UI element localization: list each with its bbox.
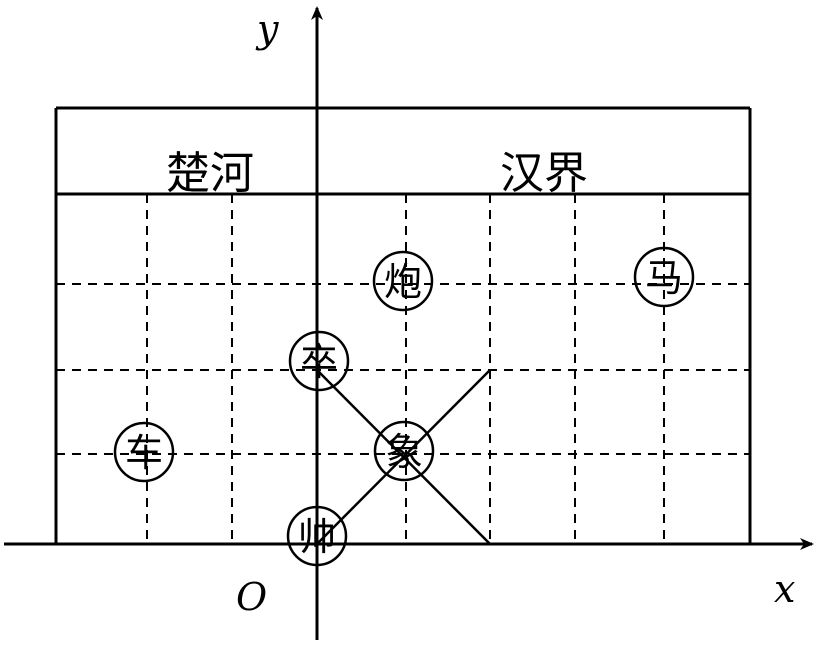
piece-xiang: 象 [373,420,435,482]
piece-xiang-label: 象 [385,430,423,474]
origin-label: O [236,575,267,619]
piece-ma: 马 [633,246,695,308]
piece-zu: 卒 [288,330,350,392]
piece-shuai: 帅 [286,505,348,567]
piece-ma-label: 马 [645,256,683,300]
river-label-right: 汉界 [500,148,588,199]
chess-pieces: 帅 卒 象 炮 马 车 [113,246,695,567]
piece-pao-label: 炮 [384,260,422,304]
piece-che: 车 [113,421,175,483]
piece-zu-label: 卒 [300,340,338,384]
dashed-grid [56,194,750,544]
palace-diagonals [316,369,491,545]
river-label-left: 楚河 [166,148,254,199]
piece-che-label: 车 [125,431,163,475]
piece-shuai-label: 帅 [298,515,336,559]
y-axis-label: y [255,7,279,51]
piece-pao: 炮 [372,250,434,312]
board-frame [54,106,752,544]
x-axis-label: x [774,567,795,611]
